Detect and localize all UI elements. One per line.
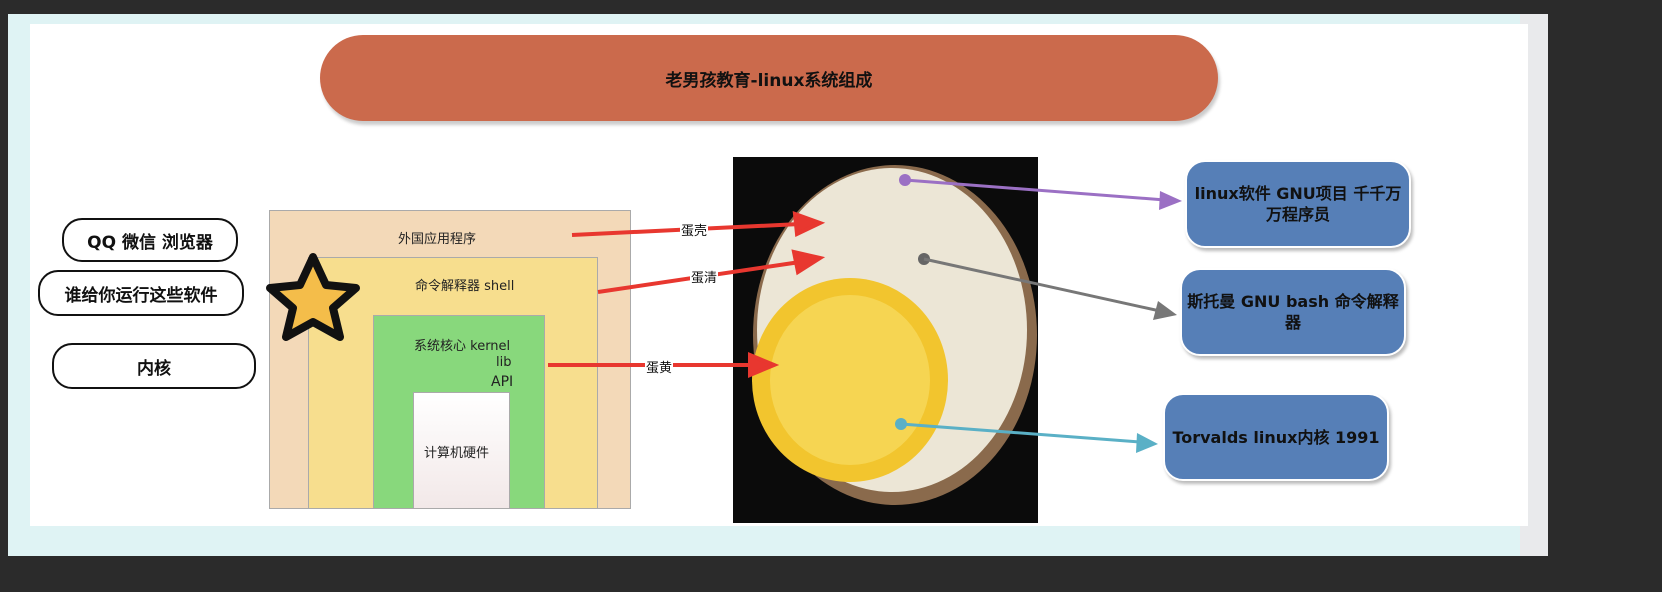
star-icon [266, 253, 360, 341]
layer-shell-label: 命令解释器 shell [415, 279, 515, 294]
egg-label-shell: 蛋壳 [680, 220, 709, 239]
layer-kernel-label: 系统核心 kernel [414, 339, 511, 354]
egg-label-white: 蛋清 [690, 267, 719, 286]
left-label-apps: QQ 微信 浏览器 [62, 218, 238, 262]
layer-api-label: API [491, 374, 514, 390]
note-gnu-software: linux软件 GNU项目 千千万万程序员 [1185, 160, 1411, 248]
note-torvalds-kernel: Torvalds linux内核 1991 [1163, 393, 1389, 481]
layer-hardware [413, 392, 510, 509]
diagram-title: 老男孩教育-linux系统组成 [320, 35, 1218, 121]
egg-photo [733, 157, 1038, 523]
left-label-kernel: 内核 [52, 343, 256, 389]
layer-hardware-label: 计算机硬件 [424, 446, 490, 461]
note-arrows [895, 174, 1182, 453]
left-label-runner: 谁给你运行这些软件 [38, 270, 244, 316]
layer-apps-label: 外国应用程序 [398, 232, 477, 247]
note-stallman-bash: 斯托曼 GNU bash 命令解释器 [1180, 268, 1406, 356]
egg-label-yolk: 蛋黄 [645, 357, 674, 376]
layer-lib-label: lib [496, 355, 512, 370]
